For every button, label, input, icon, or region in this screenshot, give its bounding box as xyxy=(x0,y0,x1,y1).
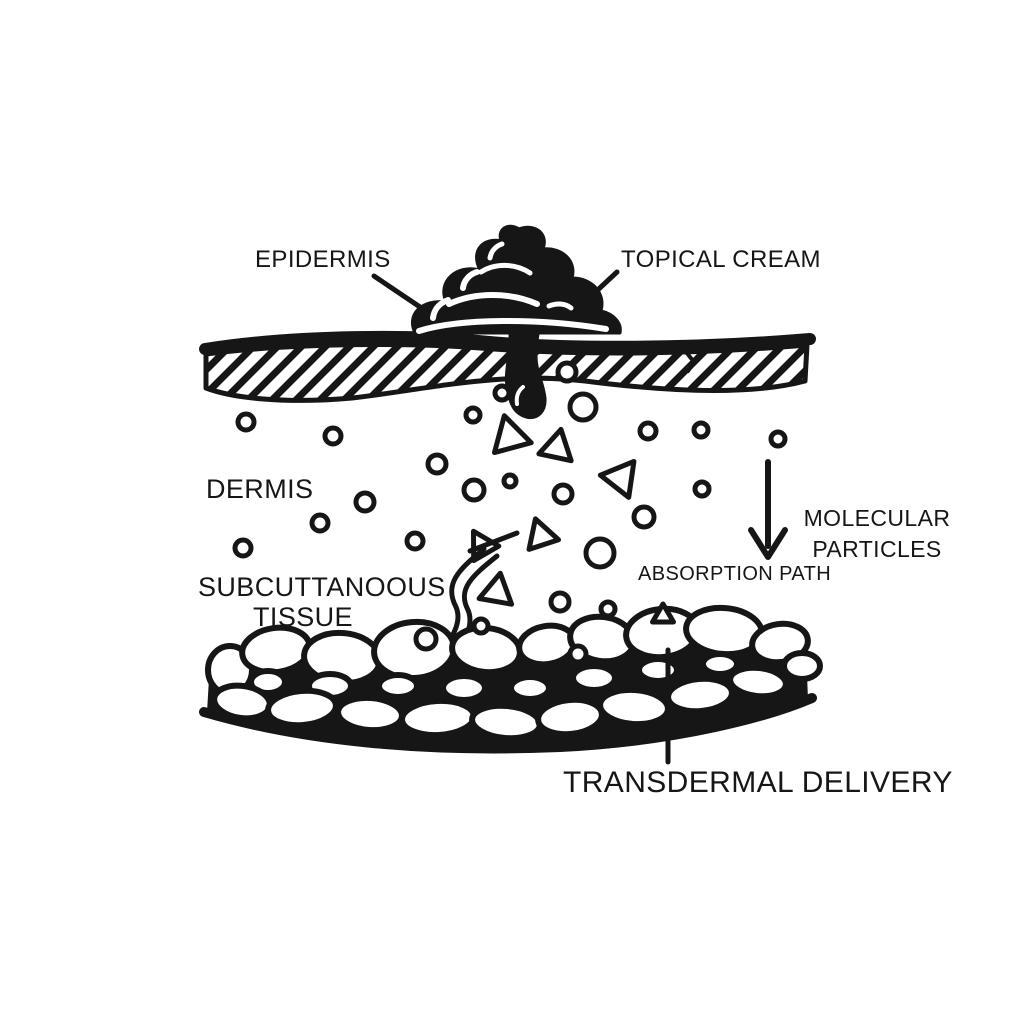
particle-circle xyxy=(404,530,426,552)
cream-tier-gap xyxy=(478,262,533,276)
cream-highlight xyxy=(487,241,505,261)
fat-cell xyxy=(636,656,680,684)
particle-triangle xyxy=(650,601,676,625)
subcutaneous-tissue-label-line2: TISSUE xyxy=(253,602,353,632)
particle-circle xyxy=(631,504,657,530)
particle-circle xyxy=(555,360,579,384)
fat-cell xyxy=(376,672,420,700)
fat-cell xyxy=(597,686,671,728)
fat-cell xyxy=(265,687,339,729)
particle-circle xyxy=(567,391,599,423)
cream-highlight xyxy=(430,297,451,321)
particle-circle xyxy=(353,490,377,514)
particle-triangles xyxy=(471,413,637,607)
fat-cell xyxy=(508,674,552,702)
particle-circle xyxy=(768,429,788,449)
drip-highlight xyxy=(514,385,525,406)
particle-triangle xyxy=(476,570,515,607)
particle-circle xyxy=(691,420,711,440)
particle-circle xyxy=(425,452,449,476)
topical-cream-dollop xyxy=(411,224,622,420)
particle-circle xyxy=(322,425,344,447)
particle-circle xyxy=(637,420,659,442)
particle-circle xyxy=(471,616,491,636)
particle-circle xyxy=(232,537,254,559)
fat-cell xyxy=(248,668,288,696)
particle-circle xyxy=(548,590,572,614)
cream-tier-gap xyxy=(416,318,609,334)
dermis-label: DERMIS xyxy=(206,474,314,504)
particle-circle xyxy=(501,472,519,490)
subcutaneous-tissue-label-line1: SUBCUTTANOOUS xyxy=(198,572,446,602)
fat-cells xyxy=(205,604,823,742)
band-crack-mark xyxy=(684,350,697,373)
transdermal-delivery-label: TRANSDERMAL DELIVERY xyxy=(563,766,953,799)
particle-triangle xyxy=(491,413,534,456)
subcutaneous-tissue-label: SUBCUTTANOOUS TISSUE xyxy=(198,572,446,632)
cream-highlight xyxy=(546,301,574,311)
particle-circle xyxy=(309,512,331,534)
particle-circle xyxy=(598,599,618,619)
particle-circle xyxy=(567,643,589,665)
path-curve-tip xyxy=(467,530,520,554)
cream-highlight xyxy=(460,269,480,291)
fat-cell xyxy=(727,664,789,700)
fat-cell xyxy=(781,650,823,682)
skin-surface-line xyxy=(199,330,816,355)
particle-circle xyxy=(463,405,483,425)
particle-circle xyxy=(413,626,439,652)
down-arrow-head xyxy=(748,527,788,560)
particle-triangle xyxy=(526,516,562,552)
particle-circle xyxy=(461,477,487,503)
particle-triangle xyxy=(597,458,637,500)
molecular-particles-label-line2: PARTICLES xyxy=(812,536,942,562)
fat-cell xyxy=(440,673,488,703)
molecular-particles-label-line1: MOLECULAR xyxy=(803,505,951,531)
particle-circle xyxy=(235,411,257,433)
absorption-path-label: ABSORPTION PATH xyxy=(638,563,832,585)
particle-triangle xyxy=(536,426,574,464)
particle-triangle xyxy=(471,528,502,564)
molecular-particles-label: MOLECULAR PARTICLES xyxy=(798,503,956,565)
tissue-bottom-line xyxy=(199,693,817,754)
fat-cell xyxy=(570,663,618,693)
particle-circle xyxy=(692,479,712,499)
fat-cell xyxy=(335,694,405,734)
cream-swirl xyxy=(411,224,622,335)
cream-tier-gap xyxy=(446,292,540,307)
particle-circle xyxy=(551,482,575,506)
epidermis-leader-line xyxy=(371,273,423,310)
particle-circle xyxy=(583,536,617,570)
fat-cell xyxy=(700,651,740,677)
topical-cream-label: TOPICAL CREAM xyxy=(621,246,821,273)
topical-cream-leader-line xyxy=(585,269,620,302)
absorption-arrow xyxy=(748,459,788,560)
epidermis-label: EPIDERMIS xyxy=(255,246,391,273)
molecular-particles-field xyxy=(232,391,788,619)
fat-cell xyxy=(399,697,477,739)
subcutaneous-tissue-layer xyxy=(199,601,823,765)
